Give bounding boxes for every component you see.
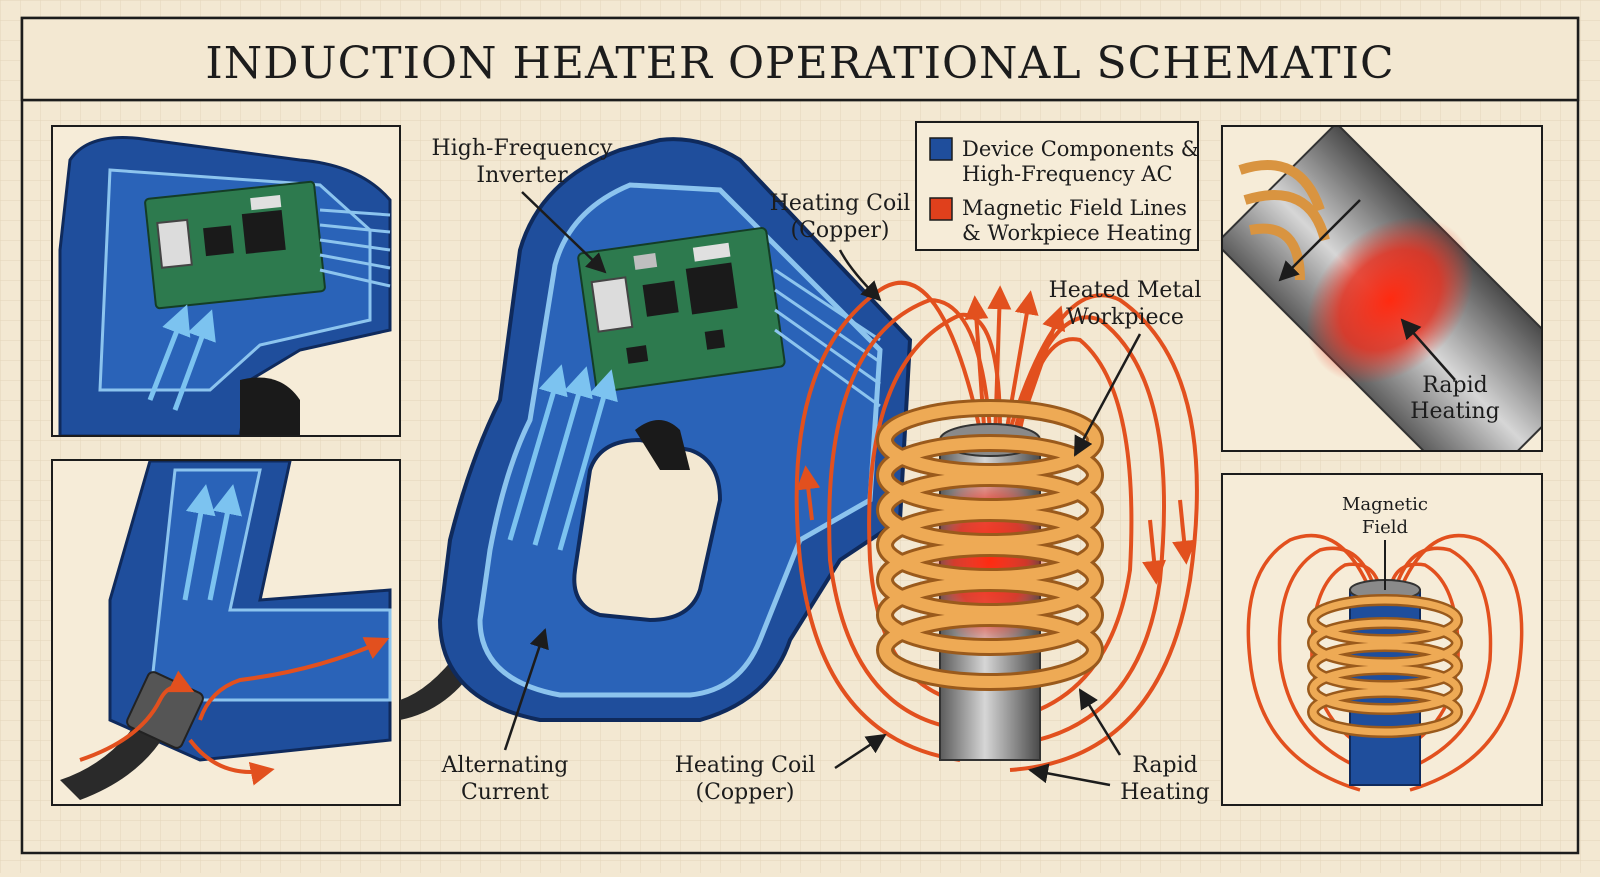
inset-inverter-closeup [51,125,401,437]
magnetic-field-label-line1: Magnetic [1342,494,1428,515]
workpiece-label-line1: Heated Metal [1049,278,1202,303]
callout-rapid-heating: Rapid Heating [1028,688,1210,805]
legend-swatch-device [929,137,953,161]
ac-label-line2: Current [461,780,549,805]
ac-label-line1: Alternating [441,753,569,778]
magnetic-field-label-line2: Field [1362,517,1408,538]
legend-item-field-line2: & Workpiece Heating [962,221,1192,245]
induction-heater-device [400,137,913,722]
page-title: INDUCTION HEATER OPERATIONAL SCHEMATIC [205,38,1394,89]
legend-item-device-line2: High-Frequency AC [962,162,1173,186]
coil-bottom-label-line1: Heating Coil [675,753,816,778]
inverter-label-line2: Inverter [476,163,568,188]
legend: Device Components & High-Frequency AC Ma… [915,121,1199,251]
rapid-heating-label-line1: Rapid [1132,753,1197,778]
rapid-heating-panel-label-line2: Heating [1410,399,1499,424]
heating-coil-main [876,399,1104,691]
callout-ac: Alternating Current [441,628,569,805]
legend-item-field-line1: Magnetic Field Lines [962,196,1187,220]
inset-cable-closeup [51,459,401,806]
callout-coil-bottom: Heating Coil (Copper) [675,733,887,805]
legend-swatch-field [929,197,953,221]
inverter-label-line1: High-Frequency [432,136,613,161]
inset-rapid-heating: Rapid Heating [1221,125,1543,452]
inset-magnetic-field: Magnetic Field [1221,473,1543,806]
rapid-heating-label-line2: Heating [1120,780,1209,805]
magnetic-field-lines-main [794,280,1199,772]
coil-bottom-label-line2: (Copper) [696,780,795,805]
rapid-heating-panel-label-line1: Rapid [1422,373,1487,398]
callout-inverter: High-Frequency Inverter [432,136,613,274]
workpiece-label-line2: Workpiece [1066,305,1184,330]
callout-workpiece: Heated Metal Workpiece [1049,278,1202,457]
title-bar [22,18,1578,100]
coil-top-label-line1: Heating Coil [770,191,911,216]
legend-item-device-line1: Device Components & [962,137,1199,161]
coil-top-label-line2: (Copper) [791,218,890,243]
callout-coil-top: Heating Coil (Copper) [770,191,911,302]
